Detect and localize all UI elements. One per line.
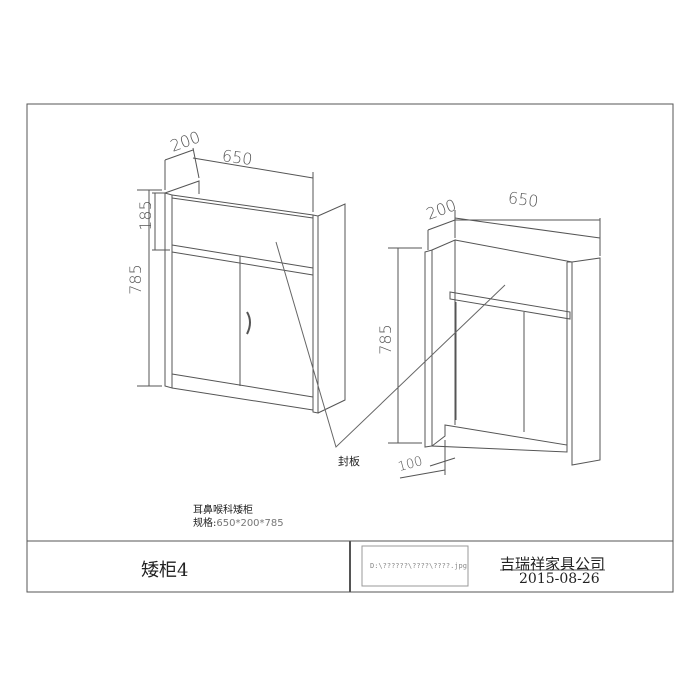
right-width-label: 650 — [506, 187, 540, 212]
left-cabinet — [137, 147, 346, 414]
left-top-label: 185 — [135, 200, 155, 231]
drawing-date: 2015-08-26 — [519, 571, 600, 587]
left-width-label: 650 — [220, 145, 254, 170]
spec-label: 规格: — [193, 518, 217, 529]
right-height-label: 785 — [375, 324, 395, 355]
company-name: 吉瑞祥家具公司 — [500, 555, 606, 573]
spec-value: 650*200*785 — [216, 518, 284, 529]
left-height-label: 785 — [125, 264, 145, 295]
product-name: 耳鼻喉科矮柜 — [193, 505, 253, 516]
drawing-title: 矮柜4 — [141, 560, 189, 581]
callout-leader — [275, 241, 506, 448]
callout-label: 封板 — [338, 455, 360, 468]
sheet-border — [26, 103, 674, 593]
right-cabinet — [388, 210, 601, 479]
spec-line: 规格:650*200*785 — [193, 514, 284, 529]
image-placeholder — [361, 545, 469, 587]
door-handle-icon — [246, 311, 251, 335]
image-path: D:\??????\????\????.jpg — [370, 562, 467, 570]
